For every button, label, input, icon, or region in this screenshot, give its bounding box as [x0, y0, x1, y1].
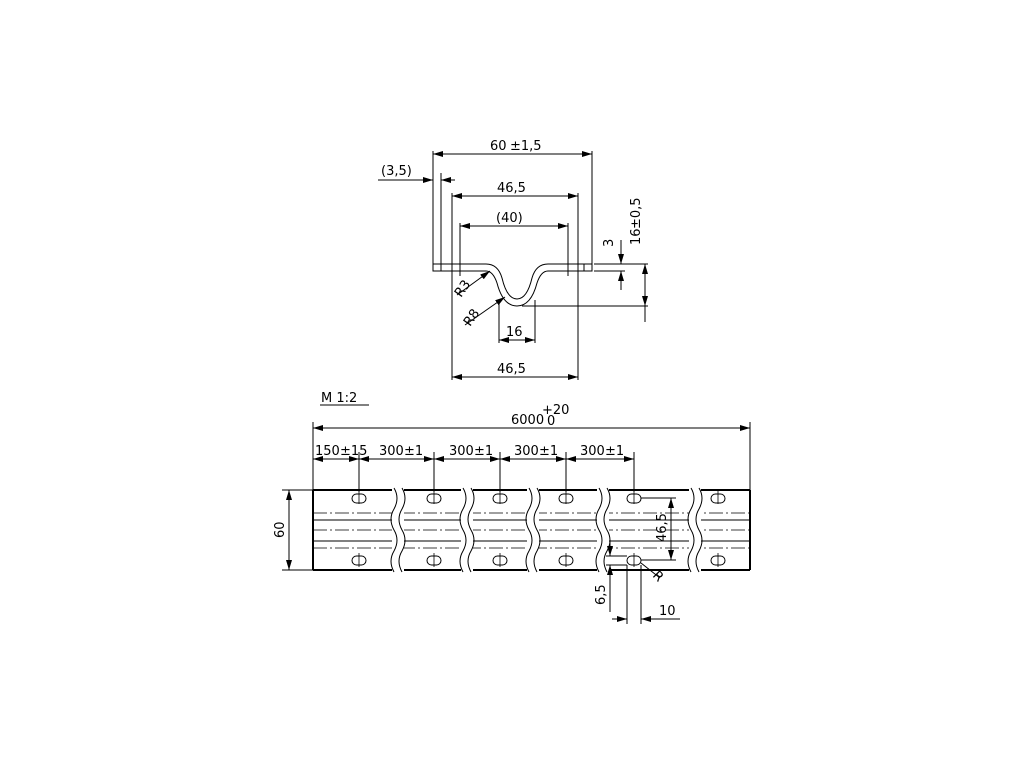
dim-radius-small: R3 — [452, 278, 474, 301]
dim-pitch-4-tol: ±1 — [605, 444, 624, 459]
dim-height-tol: ±0,5 — [629, 197, 644, 229]
dim-length-tol-lower: 0 — [547, 414, 555, 429]
break-lines — [390, 487, 703, 573]
dim-total-width-tol: ±1,5 — [510, 139, 542, 154]
dim-first-pitch-tol: ±15 — [340, 444, 367, 459]
dim-pitch-1-tol: ±1 — [404, 444, 423, 459]
dim-bottom-width: 16 — [506, 325, 523, 340]
dim-flange-offset: (3,5) — [381, 164, 412, 179]
dim-length: 6000 — [511, 413, 544, 428]
scale-label: M 1:2 — [321, 391, 357, 406]
dim-pitch-2: 300 — [449, 444, 474, 459]
dim-pitch-3-tol: ±1 — [539, 444, 558, 459]
dim-length-tol-upper: +20 — [542, 403, 569, 418]
slot-holes — [351, 490, 726, 570]
dim-first-pitch: 150 — [315, 444, 340, 459]
dim-outer-channel: 46,5 — [497, 181, 526, 196]
plan-view: M 1:2 6000 +20 0 150 ±15 300 ±1 300 ±1 3… — [273, 391, 751, 624]
dim-pitch-3: 300 — [514, 444, 539, 459]
dim-inner-channel: (40) — [496, 211, 523, 226]
dim-hole-length: 10 — [659, 604, 676, 619]
dim-pitch-4: 300 — [580, 444, 605, 459]
profile-section — [432, 263, 593, 307]
dim-pitch-2-tol: ±1 — [474, 444, 493, 459]
section-view: 60 ±1,5 (3,5) 46,5 (40) 3 16 ±0,5 R3 R8 … — [378, 139, 648, 380]
dim-height: 16 — [629, 228, 644, 245]
dim-hole-spacing: 46,5 — [655, 513, 670, 542]
dim-pitch-1: 300 — [379, 444, 404, 459]
dim-hole-offset: 6,5 — [594, 584, 609, 605]
dim-width: 60 — [273, 521, 288, 538]
dim-thickness: 3 — [602, 239, 617, 247]
dim-total-width: 60 — [490, 139, 507, 154]
dim-bottom-span: 46,5 — [497, 362, 526, 377]
dim-radius-large: R8 — [461, 307, 483, 330]
